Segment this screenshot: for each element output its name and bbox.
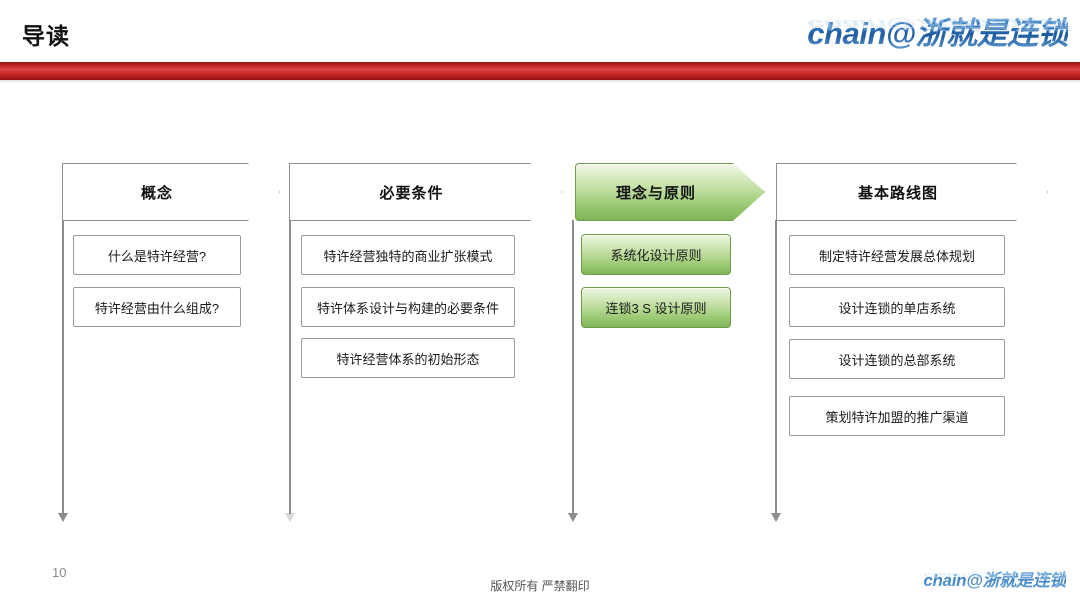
column-arrow-4 [771,513,781,522]
list-item[interactable]: 什么是特许经营? [73,235,241,275]
column-arrow-3 [568,513,578,522]
page-title: 导读 [22,23,70,49]
column-arrow-1 [58,513,68,522]
column-header-3[interactable]: 理念与原则 [575,163,765,221]
column-connector-line-4 [775,220,777,514]
list-item[interactable]: 设计连锁的总部系统 [789,339,1005,379]
column-connector-line-3 [572,220,574,514]
list-item[interactable]: 设计连锁的单店系统 [789,287,1005,327]
list-item[interactable]: 特许经营由什么组成? [73,287,241,327]
column-connector-line-2 [289,220,291,514]
list-item[interactable]: 特许经营独特的商业扩张模式 [301,235,515,275]
header-divider-shadow [0,80,1080,83]
column-header-2[interactable]: 必要条件 [289,163,562,221]
list-item[interactable]: 特许经营体系的初始形态 [301,338,515,378]
column-connector-line-1 [62,220,64,514]
brand-logo: chain@浙就是连锁 [807,8,1068,53]
column-arrow-2 [285,513,295,522]
column-header-1[interactable]: 概念 [62,163,280,221]
list-item[interactable]: 系统化设计原则 [581,234,731,275]
header-divider-bar [0,62,1080,80]
footer-brand-logo: chain@浙就是连锁 [923,566,1066,591]
page-number: 10 [52,565,67,580]
list-item[interactable]: 特许体系设计与构建的必要条件 [301,287,515,327]
copyright-notice: 版权所有 严禁翻印 [490,579,590,593]
list-item[interactable]: 策划特许加盟的推广渠道 [789,396,1005,436]
list-item[interactable]: 连锁3 S 设计原则 [581,287,731,328]
list-item[interactable]: 制定特许经营发展总体规划 [789,235,1005,275]
column-header-4[interactable]: 基本路线图 [776,163,1048,221]
